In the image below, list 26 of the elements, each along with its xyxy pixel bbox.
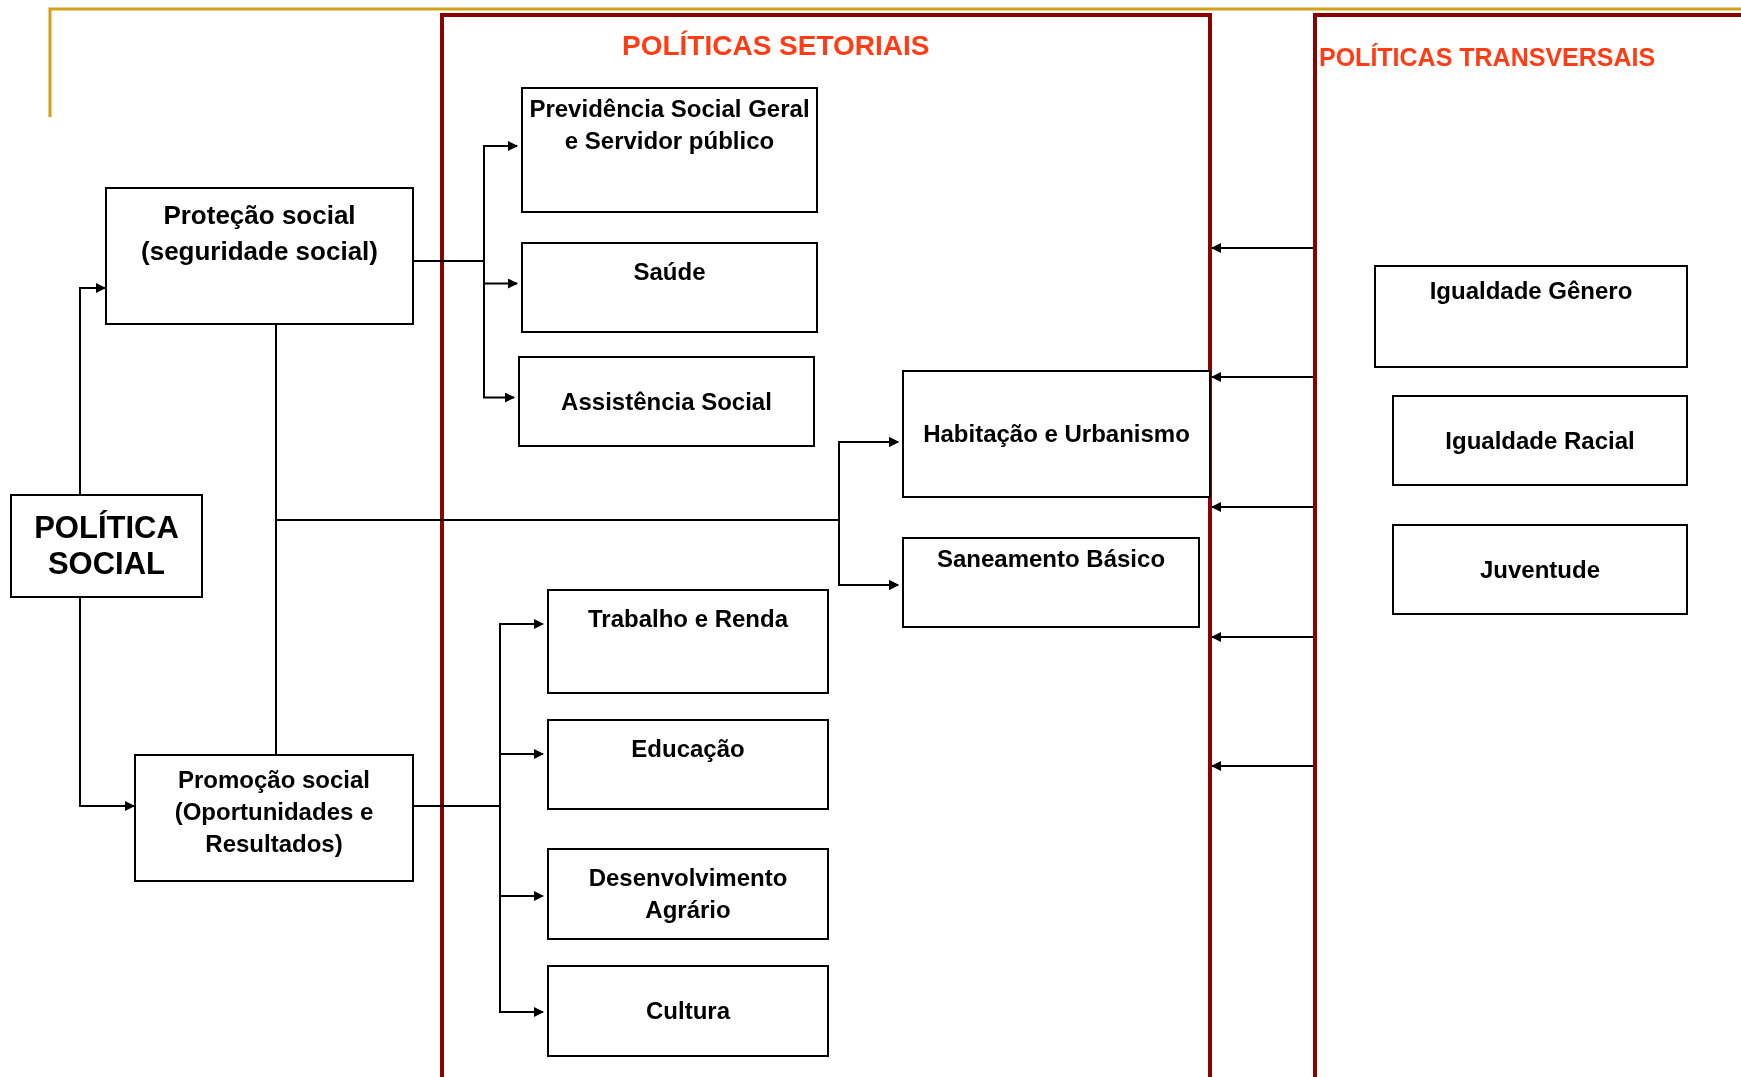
- policy-box: Juventude: [1392, 524, 1688, 615]
- policy-box: Igualdade Racial: [1392, 395, 1688, 486]
- policy-panel: [440, 13, 1212, 1077]
- policy-panel: [1313, 13, 1741, 1077]
- policy-box: Igualdade Gênero: [1374, 265, 1688, 368]
- connector-arrow: [79, 597, 135, 811]
- policy-box: Cultura: [547, 965, 829, 1057]
- policy-box: Habitação e Urbanismo: [902, 370, 1211, 498]
- policy-box: Educação: [547, 719, 829, 810]
- connector-arrow: [1211, 502, 1314, 512]
- connector-arrow: [1211, 243, 1314, 253]
- policy-box: Saúde: [521, 242, 818, 333]
- policy-box: Proteção social (seguridade social): [105, 187, 414, 325]
- connector-arrow: [413, 805, 544, 1017]
- policy-box: Trabalho e Renda: [547, 589, 829, 694]
- connector-arrow: [1211, 372, 1314, 382]
- policy-box: POLÍTICA SOCIAL: [10, 494, 203, 598]
- policy-box: Saneamento Básico: [902, 537, 1200, 628]
- policy-box: Promoção social (Oportunidades e Resultados): [134, 754, 414, 882]
- policy-box: Previdência Social Geral e Servidor público: [521, 87, 818, 213]
- policy-box: Desenvolvimento Agrário: [547, 848, 829, 940]
- connector-arrow: [413, 260, 515, 403]
- connector-arrow: [1211, 761, 1314, 771]
- policy-box: Assistência Social: [518, 356, 815, 447]
- connector-arrow: [79, 283, 106, 495]
- connector-arrow: [1211, 632, 1314, 642]
